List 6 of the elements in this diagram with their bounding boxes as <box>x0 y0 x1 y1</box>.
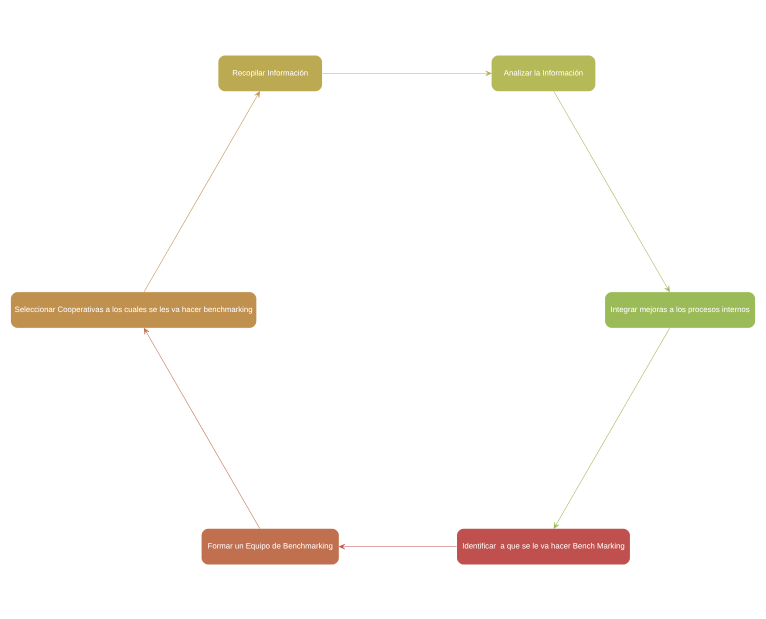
arrow <box>554 327 670 528</box>
arrow <box>144 327 260 528</box>
arrow <box>322 70 492 76</box>
arrow <box>339 543 457 549</box>
arrow <box>144 90 260 292</box>
arrow <box>554 90 670 292</box>
